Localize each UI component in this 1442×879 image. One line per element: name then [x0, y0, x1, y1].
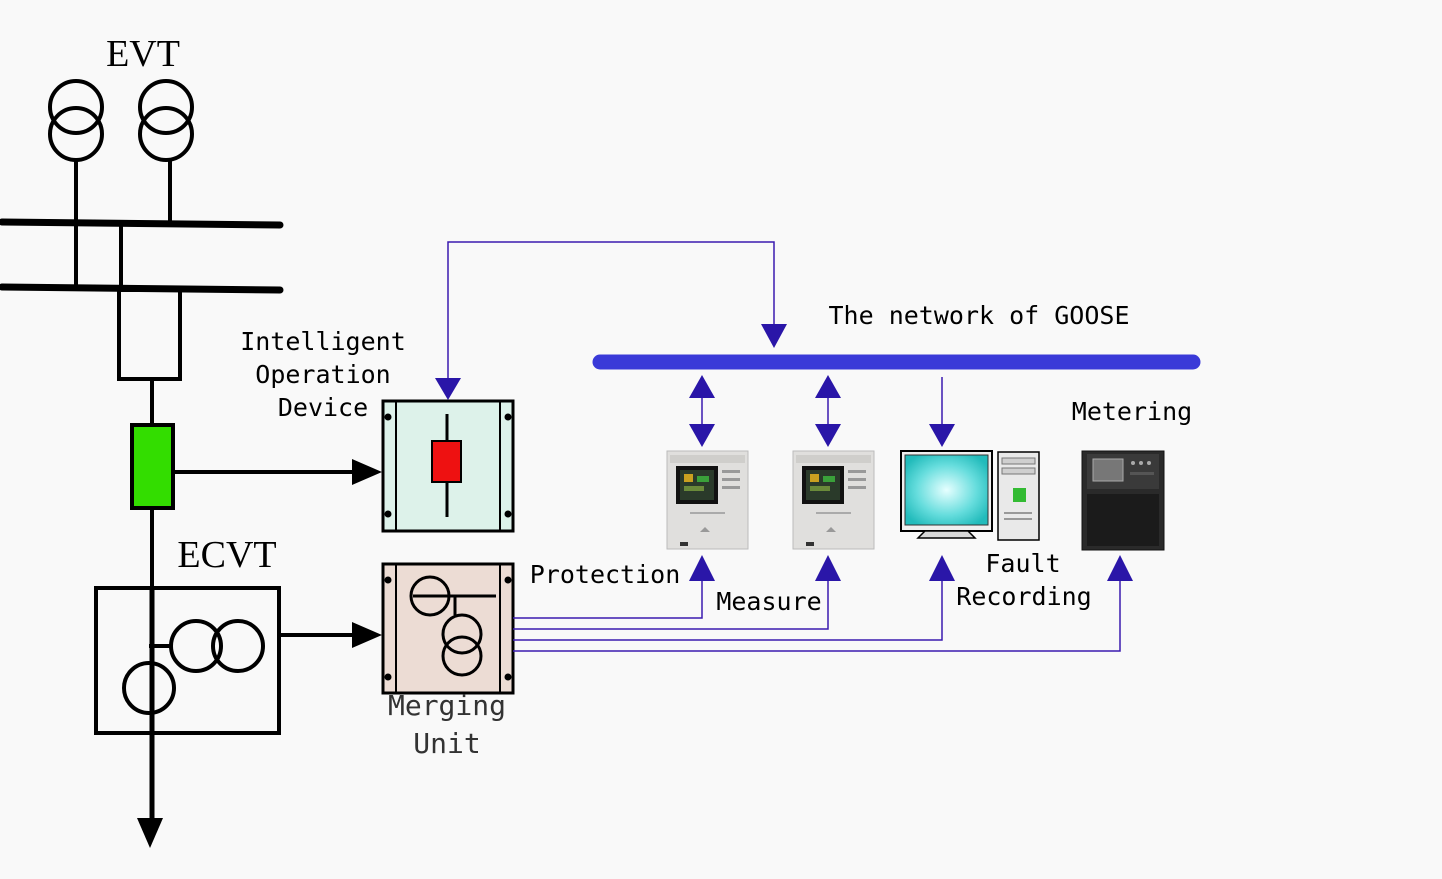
ecvt-box	[94, 586, 281, 735]
network-arrow-down-icon	[761, 324, 787, 348]
protection-relay-icon	[666, 450, 749, 550]
goose-network-label: The network of GOOSE	[828, 301, 1129, 330]
iod-label-line1: Intelligent	[240, 327, 406, 356]
measure-bidirectional-arrow-icon	[815, 375, 841, 447]
fault-recorder-computer-icon	[900, 450, 1040, 541]
feeder	[117, 226, 182, 820]
fault-label-line2: Recording	[956, 582, 1091, 611]
merging-unit: Merging Unit	[381, 562, 515, 760]
fault-label-line1: Fault	[985, 549, 1060, 578]
protection-sv-arrow-icon	[689, 555, 715, 581]
trip-signal-line	[447, 241, 775, 380]
busbar-upper	[0, 218, 284, 229]
breaker-to-iod-arrow-icon	[352, 459, 382, 485]
mu-transformer-icon	[409, 575, 496, 677]
measure-relay-icon	[792, 450, 875, 550]
fault-recording-arrow-icon	[929, 377, 955, 447]
intelligent-operation-device: Intelligent Operation Device	[240, 327, 515, 533]
feeder-down-arrow-icon	[137, 818, 163, 848]
energy-meter-icon	[1081, 450, 1165, 551]
sampled-value-lines	[513, 580, 1121, 652]
iod-arrow-down-icon	[435, 378, 461, 400]
circuit-breaker-icon	[130, 423, 175, 510]
ecvt-label: ECVT	[177, 534, 276, 576]
metering-label: Metering	[1072, 397, 1192, 426]
iod-label-line3: Device	[278, 393, 368, 422]
protection-bidirectional-arrow-icon	[689, 375, 715, 447]
measure-label: Measure	[716, 587, 821, 616]
busbars	[0, 218, 284, 294]
disconnector-box	[117, 288, 182, 381]
measure-sv-arrow-icon	[815, 555, 841, 581]
fault-sv-arrow-icon	[929, 555, 955, 581]
goose-network: The network of GOOSE	[592, 301, 1201, 370]
ecvt-group: ECVT	[94, 534, 382, 735]
evt-transformer-left-icon	[48, 79, 104, 288]
evt-label: EVT	[106, 33, 180, 75]
protection-label: Protection	[530, 560, 681, 589]
metering-sv-arrow-icon	[1107, 555, 1133, 581]
mu-label-line2: Unit	[413, 727, 480, 760]
switch-icon	[431, 440, 462, 483]
mu-label-line1: Merging	[388, 689, 506, 722]
ecvt-to-mu-arrow-icon	[352, 622, 382, 648]
iod-label-line2: Operation	[255, 360, 390, 389]
evt-transformer-right-icon	[138, 79, 194, 224]
ecvt-transformer-icon	[122, 619, 265, 715]
